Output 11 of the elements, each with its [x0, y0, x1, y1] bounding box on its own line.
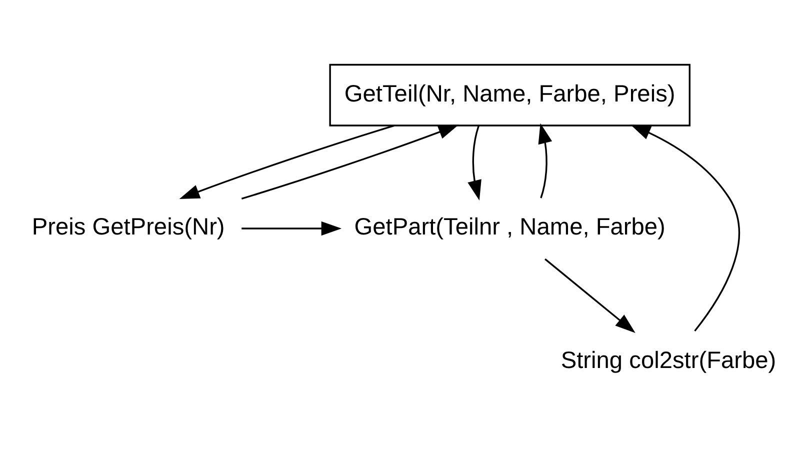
node-box: GetTeil(Nr, Name, Farbe, Preis): [329, 63, 690, 126]
arrow: [468, 124, 482, 200]
arrow: [544, 258, 636, 333]
arrow: [630, 124, 740, 331]
arrow: [242, 220, 342, 236]
node-text: Preis GetPreis(Nr): [32, 214, 225, 240]
arrow: [241, 124, 459, 200]
arrow: [538, 122, 552, 198]
node-text: GetPart(Teilnr , Name, Farbe): [354, 214, 666, 240]
arrow: [179, 124, 394, 198]
node-text: String col2str(Farbe): [560, 348, 776, 374]
